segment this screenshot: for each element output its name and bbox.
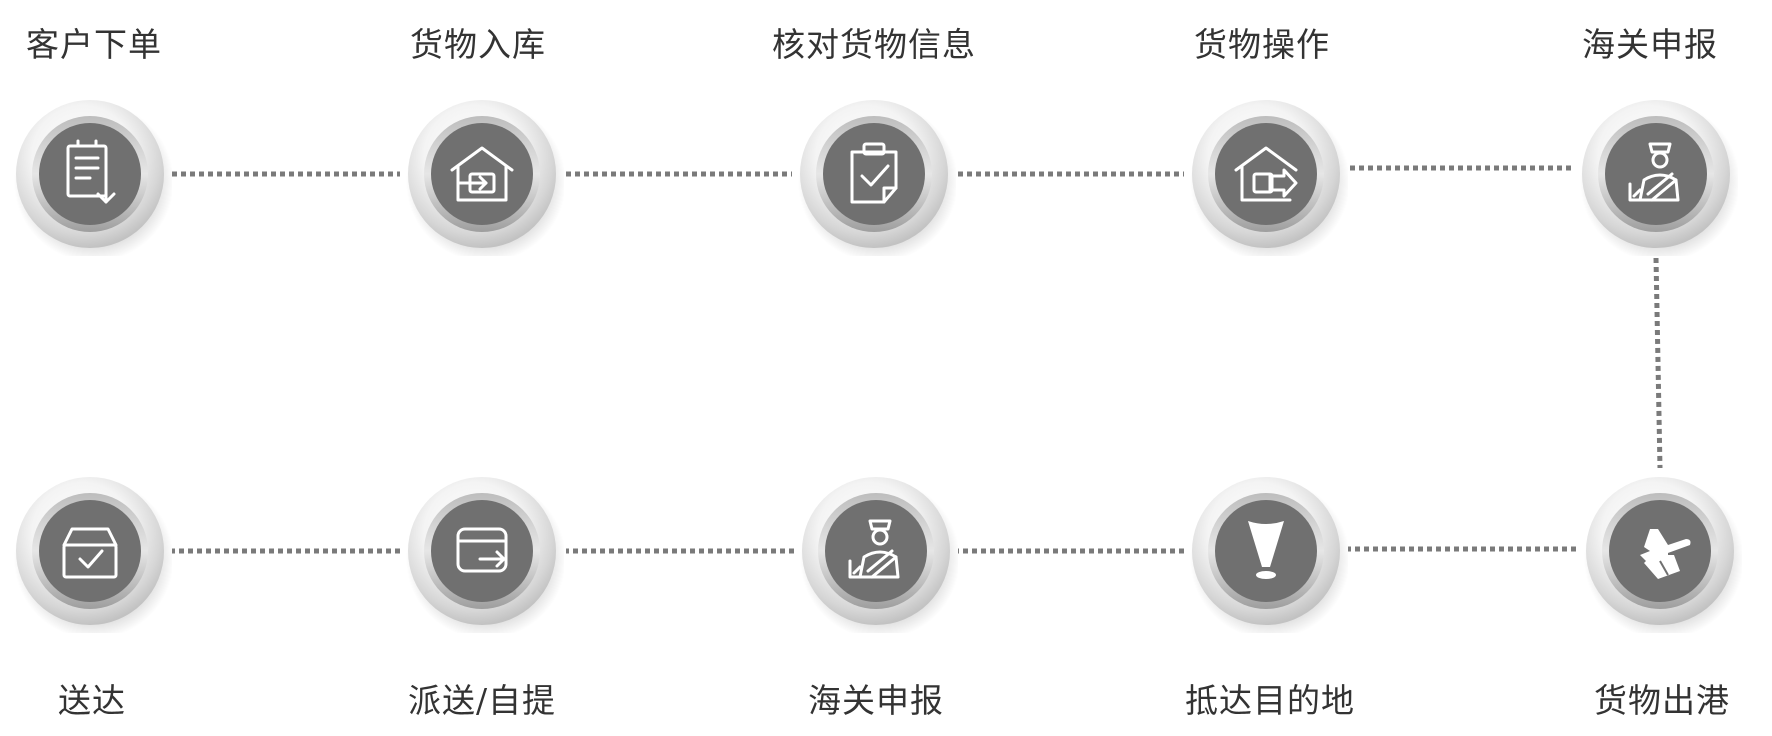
step-label-2: 货物入库 bbox=[410, 25, 546, 64]
step-label-9: 派送/自提 bbox=[407, 681, 557, 720]
step-label-5: 海关申报 bbox=[1582, 25, 1718, 64]
warehouse-inbound-icon bbox=[450, 146, 514, 202]
step-label-3: 核对货物信息 bbox=[772, 25, 976, 64]
step-label-8: 海关申报 bbox=[808, 681, 944, 720]
airplane-departure-icon bbox=[1640, 529, 1691, 579]
step-node-10 bbox=[8, 469, 172, 633]
step-label-10: 送达 bbox=[58, 681, 126, 720]
location-pin-icon bbox=[1248, 521, 1284, 579]
step-node-8 bbox=[794, 469, 958, 633]
step-node-6 bbox=[1578, 469, 1742, 633]
step-node-5 bbox=[1574, 92, 1738, 256]
step-label-1: 客户下单 bbox=[26, 25, 162, 64]
clipboard-check-icon bbox=[850, 142, 898, 204]
customs-officer-icon bbox=[848, 519, 900, 579]
step-node-2 bbox=[400, 92, 564, 256]
step-node-4 bbox=[1184, 92, 1348, 256]
step-node-3 bbox=[792, 92, 956, 256]
step-node-7 bbox=[1184, 469, 1348, 633]
customs-officer-icon bbox=[1628, 142, 1680, 202]
card-transfer-icon bbox=[456, 527, 508, 573]
step-label-6: 货物出港 bbox=[1594, 681, 1730, 720]
warehouse-outbound-icon bbox=[1234, 146, 1298, 202]
step-node-1 bbox=[8, 92, 172, 256]
order-clipboard-download-icon bbox=[66, 139, 116, 204]
step-label-4: 货物操作 bbox=[1194, 25, 1330, 64]
step-node-9 bbox=[400, 469, 564, 633]
box-check-icon bbox=[62, 527, 118, 579]
connector-line-5-6 bbox=[1653, 257, 1663, 469]
step-label-7: 抵达目的地 bbox=[1185, 681, 1355, 720]
